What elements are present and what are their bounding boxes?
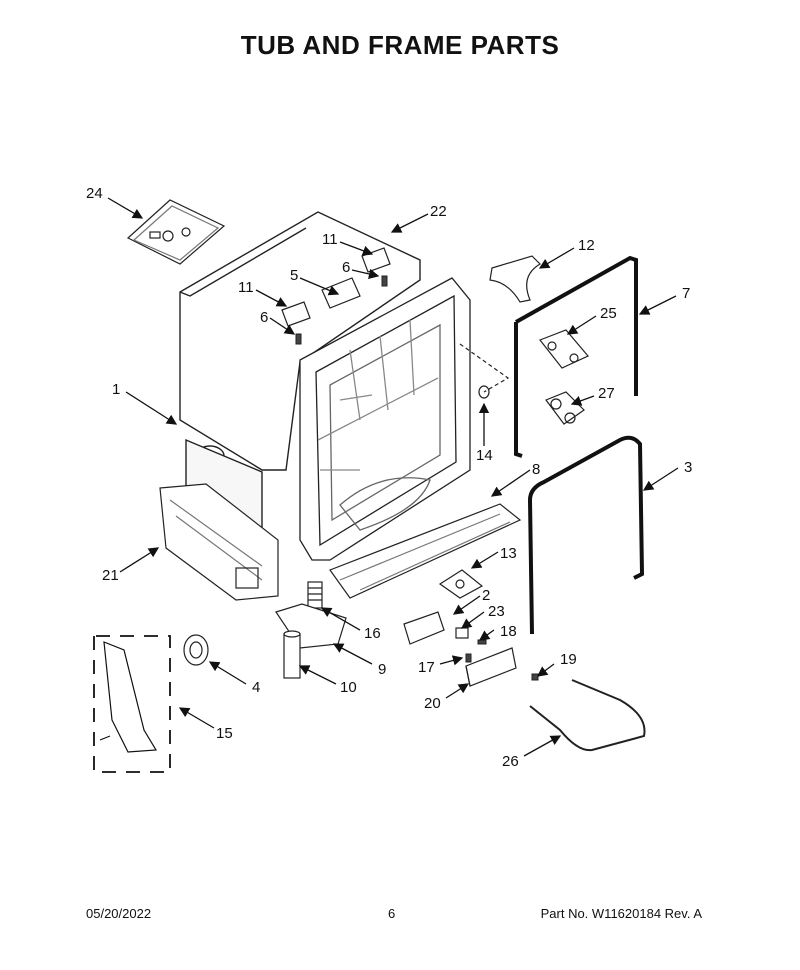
part-24-hardware-packet bbox=[126, 199, 226, 265]
part-7-gasket-strip bbox=[514, 255, 638, 458]
page-title: TUB AND FRAME PARTS bbox=[240, 30, 560, 60]
callout-20: 20 bbox=[424, 695, 441, 712]
callout-24: 24 bbox=[86, 185, 103, 202]
part-14-plug bbox=[459, 343, 510, 399]
part-27-roller-assembly bbox=[545, 391, 585, 425]
part-16-spring bbox=[307, 581, 323, 609]
callout-22: 22 bbox=[430, 203, 447, 220]
part-25-hinge-assembly bbox=[539, 329, 589, 369]
part-15-leg-bracket-group bbox=[93, 635, 171, 773]
footer-date: 05/20/2022 bbox=[86, 906, 152, 921]
callout-14: 14 bbox=[476, 447, 493, 464]
callout-10: 10 bbox=[340, 679, 357, 696]
callout-11: 11 bbox=[238, 279, 254, 296]
part-3-door-gasket bbox=[527, 435, 645, 635]
callout-3: 3 bbox=[684, 459, 692, 476]
callout-15: 15 bbox=[216, 725, 233, 742]
footer-part-number: Part No. W11620184 Rev. A bbox=[540, 906, 702, 921]
callout-6: 6 bbox=[342, 259, 350, 276]
part-12-bracket bbox=[489, 255, 541, 303]
part-23-connector bbox=[455, 627, 469, 639]
callout-13: 13 bbox=[500, 545, 517, 562]
leader-lines bbox=[107, 197, 679, 757]
part-4-wheel bbox=[183, 634, 209, 666]
part-20-control-module bbox=[465, 647, 517, 687]
part-26-wire-harness bbox=[529, 679, 646, 752]
part-tub-frame bbox=[299, 277, 471, 561]
callout-8: 8 bbox=[532, 461, 540, 478]
callout-18: 18 bbox=[500, 623, 517, 640]
part-21-base-frame bbox=[159, 483, 279, 601]
callout-21: 21 bbox=[102, 567, 119, 584]
part-8-base-rail bbox=[329, 503, 522, 599]
callout-27: 27 bbox=[598, 385, 615, 402]
part-10-drain-pipe bbox=[283, 630, 301, 679]
part-17-screw bbox=[465, 653, 472, 663]
part-13-clip bbox=[438, 569, 484, 599]
callout-9: 9 bbox=[378, 661, 386, 678]
callout-5: 5 bbox=[290, 267, 298, 284]
callout-25: 25 bbox=[600, 305, 617, 322]
callout-16: 16 bbox=[364, 625, 381, 642]
part-6-screw bbox=[295, 275, 388, 345]
callout-4: 4 bbox=[252, 679, 260, 696]
part-19-screw bbox=[531, 673, 539, 681]
part-2-bracket bbox=[403, 611, 445, 645]
footer-page-number: 6 bbox=[388, 906, 396, 921]
callout-7: 7 bbox=[682, 285, 690, 302]
callout-labels: 24 22 11 6 5 11 6 1 12 7 25 27 14 8 3 21… bbox=[86, 185, 692, 770]
callout-23: 23 bbox=[488, 603, 505, 620]
callout-19: 19 bbox=[560, 651, 577, 668]
callout-2: 2 bbox=[482, 587, 490, 604]
callout-12: 12 bbox=[578, 237, 595, 254]
callout-11: 11 bbox=[322, 231, 338, 248]
callout-26: 26 bbox=[502, 753, 519, 770]
callout-17: 17 bbox=[418, 659, 435, 676]
callout-1: 1 bbox=[112, 381, 120, 398]
callout-6: 6 bbox=[260, 309, 268, 326]
part-18-screw bbox=[477, 639, 487, 645]
